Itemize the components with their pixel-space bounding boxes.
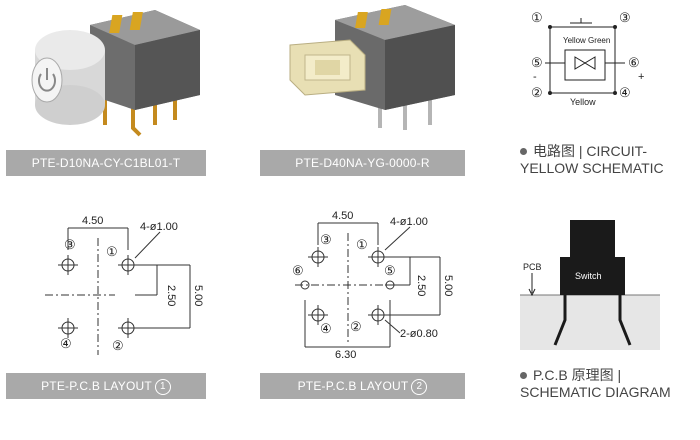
layout-caption-2-number: 2 bbox=[411, 378, 428, 395]
product-caption-d40: PTE-D40NA-YG-0000-R bbox=[260, 150, 465, 176]
circuit-pin-3: ③ bbox=[619, 10, 631, 25]
dim-bottom: 6.30 bbox=[335, 349, 356, 361]
switch-body bbox=[335, 5, 455, 110]
dim-small-hole: 2-ø0.80 bbox=[400, 328, 438, 340]
product-caption-d10: PTE-D10NA-CY-C1BL01-T bbox=[6, 150, 206, 176]
square-cap bbox=[289, 39, 366, 96]
dim-half: 2.50 bbox=[165, 285, 177, 306]
circuit-note: 电路图 | CIRCUIT- YELLOW SCHEMATIC bbox=[520, 143, 664, 177]
dim-width: 4.50 bbox=[82, 215, 103, 227]
switch-housing bbox=[560, 257, 625, 295]
circuit-note-line2: YELLOW SCHEMATIC bbox=[520, 160, 664, 176]
pcb-layout-2: 4.50 4-ø1.00 2.50 5.00 6.30 2-ø0.80 ③ ① … bbox=[292, 210, 454, 361]
layout-caption-2-text: PTE-P.C.B LAYOUT bbox=[297, 379, 409, 393]
pcb-label: PCB bbox=[523, 262, 542, 272]
circuit-pin-2: ② bbox=[531, 85, 543, 100]
layout2-lines bbox=[295, 222, 441, 348]
switch-leads bbox=[553, 295, 632, 346]
pin-6: ⑥ bbox=[292, 263, 304, 278]
pcb-schematic-diagram: Switch PCB bbox=[520, 220, 660, 350]
pcb-layout-1: 4.50 4-ø1.00 2.50 5.00 ③ ① ④ ② bbox=[45, 215, 204, 355]
power-icon bbox=[38, 68, 56, 92]
label-minus: - bbox=[533, 71, 537, 83]
pcb-note-line2: SCHEMATIC DIAGRAM bbox=[520, 384, 671, 400]
switch-body bbox=[90, 10, 200, 110]
pin-2: ② bbox=[112, 338, 124, 353]
pcb-board bbox=[520, 295, 660, 350]
dim-hole: 4-ø1.00 bbox=[390, 216, 428, 228]
bullet-dot bbox=[520, 147, 527, 155]
layout2-holes bbox=[300, 247, 395, 325]
pin-4: ④ bbox=[60, 336, 72, 351]
label-yellow: Yellow bbox=[570, 97, 596, 107]
circuit-schematic: ① ③ ⑤ ⑥ ② ④ Yellow Green Yellow - + bbox=[531, 10, 644, 107]
circuit-pin-1: ① bbox=[531, 10, 543, 25]
circuit-pin-5: ⑤ bbox=[531, 55, 543, 70]
switch-label: Switch bbox=[575, 271, 602, 281]
layout1-holes bbox=[58, 255, 138, 338]
product-image-d40 bbox=[289, 5, 455, 130]
circuit-pin-4: ④ bbox=[619, 85, 631, 100]
pin-1: ① bbox=[356, 237, 368, 252]
layout-caption-1-text: PTE-P.C.B LAYOUT bbox=[41, 379, 152, 393]
pin-4: ④ bbox=[320, 321, 332, 336]
layout-caption-1-number: 1 bbox=[154, 378, 171, 395]
layout1-lines bbox=[45, 227, 191, 355]
pcb-note-line1: P.C.B 原理图 | bbox=[533, 367, 622, 383]
bullet-dot bbox=[520, 371, 527, 379]
dim-hole: 4-ø1.00 bbox=[140, 221, 178, 233]
dim-width: 4.50 bbox=[332, 210, 353, 222]
product-image-d10 bbox=[31, 10, 200, 137]
button-cap bbox=[31, 30, 105, 125]
dim-height: 5.00 bbox=[442, 275, 454, 296]
pin-3: ③ bbox=[320, 232, 332, 247]
pin-1: ① bbox=[106, 244, 118, 259]
label-yellow-green: Yellow Green bbox=[563, 36, 610, 45]
pin-5: ⑤ bbox=[384, 263, 396, 278]
label-plus: + bbox=[638, 71, 644, 83]
dim-height: 5.00 bbox=[192, 285, 204, 306]
schematic-lines bbox=[545, 18, 625, 94]
pcb-note: P.C.B 原理图 | SCHEMATIC DIAGRAM bbox=[520, 367, 671, 401]
pin-3: ③ bbox=[64, 237, 76, 252]
switch-actuator bbox=[570, 220, 615, 260]
circuit-pin-6: ⑥ bbox=[628, 55, 640, 70]
pin-2: ② bbox=[350, 319, 362, 334]
dim-half: 2.50 bbox=[415, 275, 427, 296]
circuit-note-line1: 电路图 | CIRCUIT- bbox=[533, 143, 648, 159]
